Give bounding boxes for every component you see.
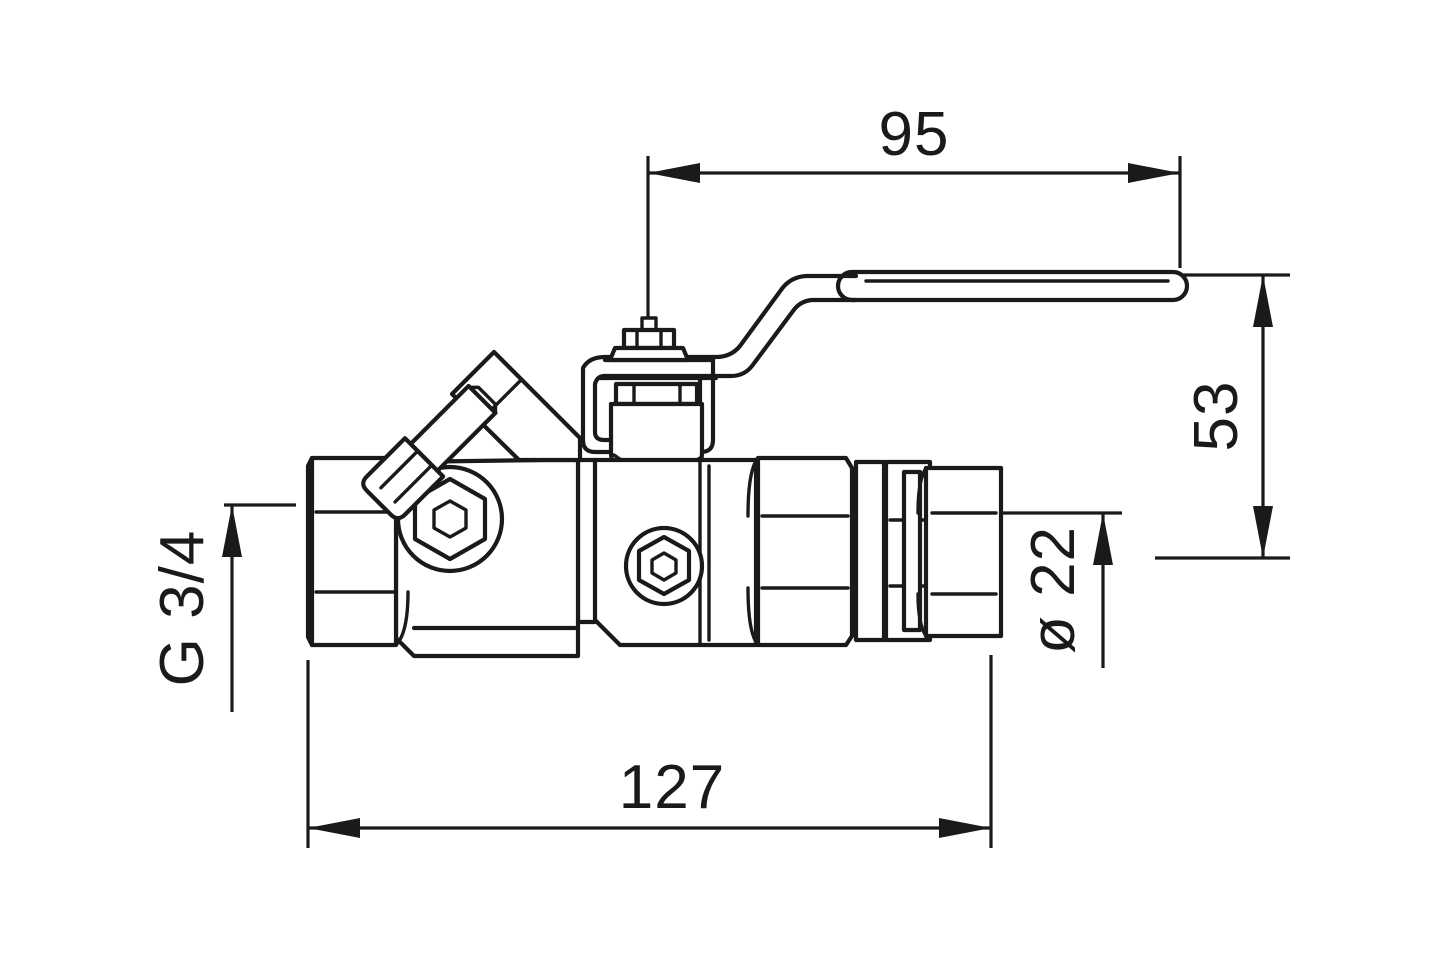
callout-label-outlet-diameter: ø 22: [1019, 526, 1088, 654]
drain-hex-plug: [623, 525, 705, 607]
dimension-label-53: 53: [1182, 381, 1251, 452]
callout-inlet-thread: G 3/4: [148, 503, 296, 712]
arrow-head-up: [222, 505, 242, 557]
valve-bonnet: [608, 381, 705, 474]
callout-label-inlet-thread: G 3/4: [148, 530, 217, 687]
valve-assembly: [305, 269, 1190, 659]
dimension-label-127: 127: [619, 753, 725, 822]
arrow-head-right: [939, 818, 991, 838]
lever-arm[interactable]: [602, 273, 859, 379]
arrow-head-left: [648, 163, 700, 183]
callout-outlet-diameter: ø 22: [1001, 511, 1122, 668]
dimension-overall-height: 53: [1155, 273, 1290, 560]
dimension-overall-length: 127: [306, 655, 993, 848]
compression-collar: [901, 469, 923, 633]
arrow-head-top: [1253, 275, 1273, 327]
outlet-union-hex-nut: [746, 455, 855, 648]
lever-handle-grip[interactable]: [835, 269, 1190, 303]
arrow-head-up: [1093, 513, 1113, 565]
arrow-head-left: [308, 818, 360, 838]
side-hex-plug: [395, 464, 505, 574]
arrow-head-right: [1128, 163, 1180, 183]
dimension-lever-length: 95: [646, 100, 1182, 330]
y-strainer-hex-cap: [361, 383, 498, 521]
stem-packing-nut: [607, 316, 691, 363]
arrow-head-bottom: [1253, 506, 1273, 558]
outlet-compression-nut: [916, 465, 1004, 639]
dimension-label-95: 95: [879, 100, 950, 169]
